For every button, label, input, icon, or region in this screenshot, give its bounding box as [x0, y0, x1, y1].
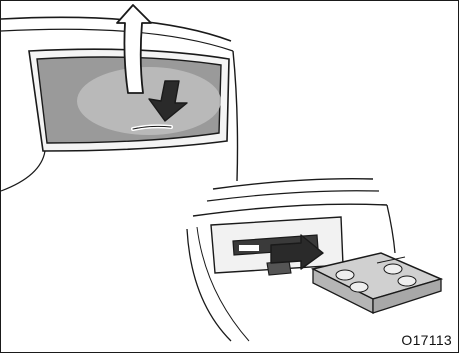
figure-code: O17113 [401, 332, 452, 348]
